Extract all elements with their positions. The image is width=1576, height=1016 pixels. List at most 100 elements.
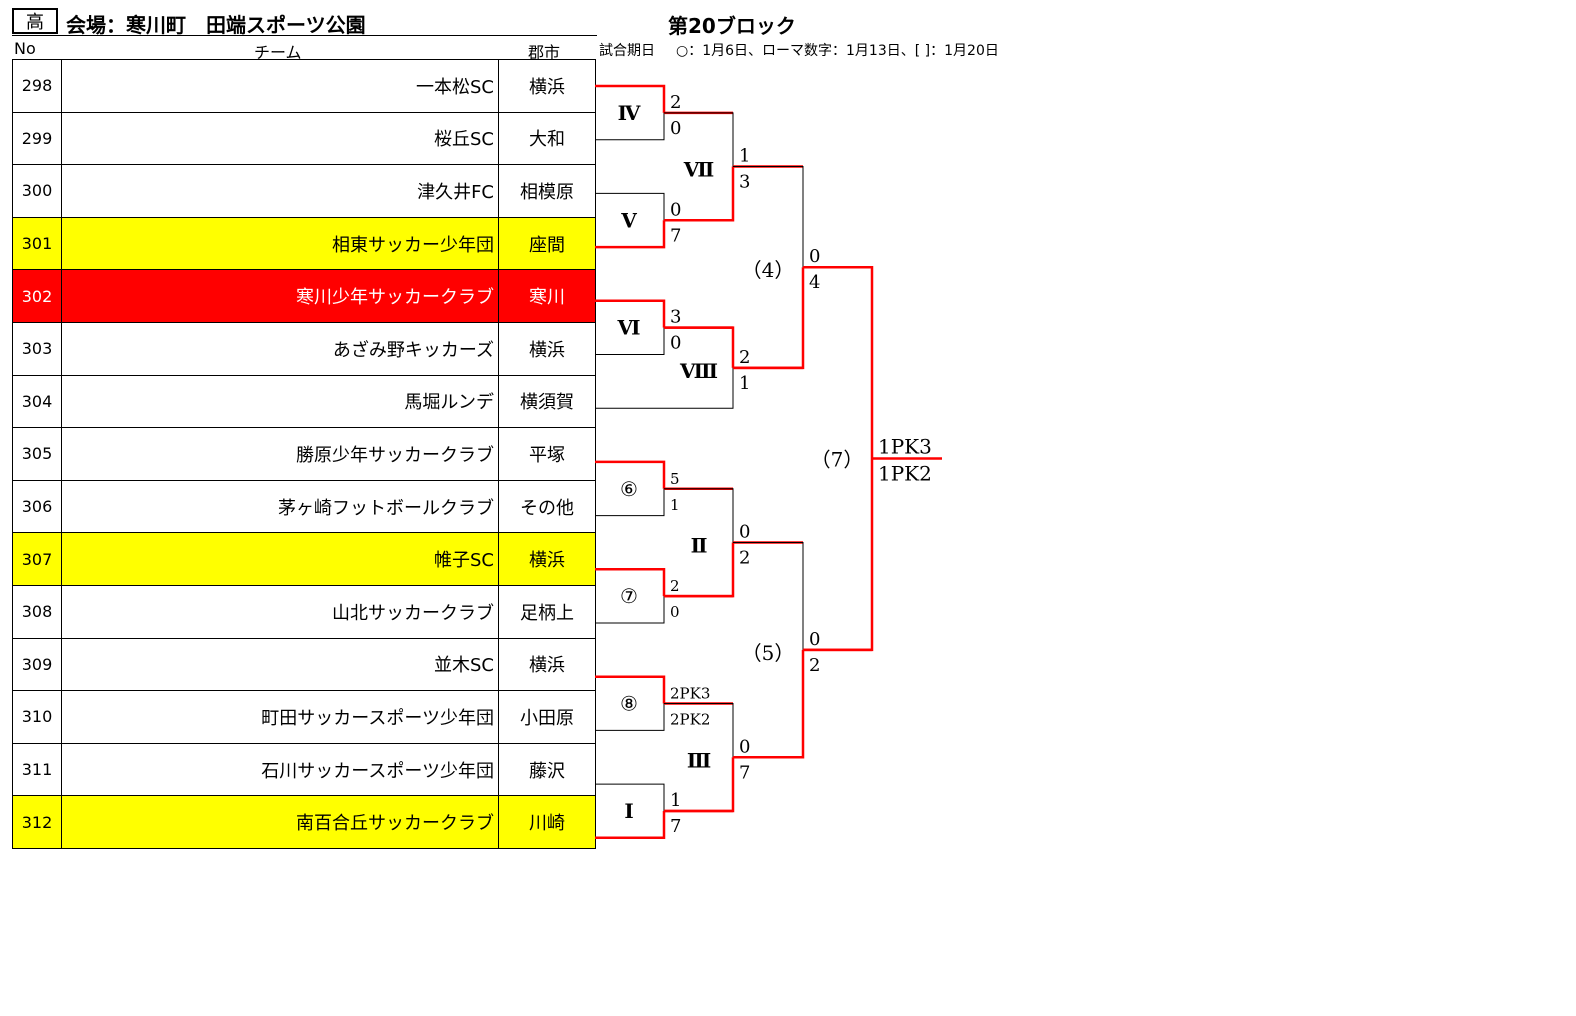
legend-label: 試合期日 [599,43,655,59]
bracket-line [595,596,665,624]
score-bottom: 3 [739,172,750,193]
team-area: 横須賀 [498,374,596,429]
column-header-team: チーム [254,43,302,62]
score-bottom: 1 [739,373,750,394]
bracket-line [595,675,666,704]
score-top: 0 [739,736,750,757]
header-underline [12,35,597,36]
match-label: Ⅳ [618,101,641,125]
team-number: 304 [12,374,62,429]
bracket-line [595,810,666,840]
score-top: 5 [670,470,680,488]
bracket-line [595,112,665,141]
score-bottom: 7 [670,816,681,837]
final-score-top: 1PK3 [878,435,932,459]
final-score-bottom: 1PK2 [878,462,932,486]
team-number: 308 [12,584,62,639]
score-bottom: 2PK2 [670,711,710,729]
score-top: 0 [670,199,681,220]
team-name: 町田サッカースポーツ少年団 [61,690,499,744]
score-bottom: 0 [670,603,680,621]
team-area: 川崎 [498,795,596,849]
score-bottom: 0 [670,333,681,354]
team-number: 300 [12,164,62,218]
match-label: Ⅲ [687,748,711,772]
match-label: （4） [742,258,795,282]
bracket-line [595,327,665,355]
team-area: 横浜 [498,532,596,586]
legend-text: ○：1月6日、ローマ数字：1月13日、[ ]：1月20日 [676,43,999,59]
bracket-line [733,166,804,268]
bracket-line [595,703,665,731]
team-area: 足柄上 [498,584,596,639]
category-tag: 高 [12,8,58,34]
bracket-line [595,367,734,409]
team-name: 山北サッカークラブ [61,584,499,639]
match-label: ⑥ [620,477,638,501]
bracket-line [733,649,805,759]
score-top: 2PK3 [670,685,710,703]
team-name: 南百合丘サッカークラブ [61,795,499,849]
bracket-line [664,757,735,813]
match-label: Ⅵ [617,316,641,340]
bracket-line [595,460,666,489]
bracket-line [595,488,665,517]
score-bottom: 2 [739,547,750,568]
team-number: 307 [12,532,62,586]
bracket-line [595,220,666,249]
score-top: 2 [670,577,680,595]
team-number: 303 [12,321,62,376]
score-bottom: 7 [670,225,681,246]
team-name: 石川サッカースポーツ少年団 [61,742,499,797]
bracket-line [733,267,805,370]
bracket-line [803,265,874,459]
team-name: 寒川少年サッカークラブ [61,269,499,323]
team-area: 平塚 [498,427,596,481]
bracket-line [595,192,665,221]
bracket-line [664,326,735,368]
match-label: Ⅰ [624,799,633,823]
bracket-line [595,568,666,597]
score-top: 3 [670,307,681,328]
team-name: 桜丘SC [61,111,499,166]
final-match-label: （7） [811,448,864,472]
team-number: 301 [12,216,62,271]
score-top: 2 [739,347,750,368]
team-number: 310 [12,690,62,744]
match-label: （5） [742,641,795,665]
score-top: 0 [739,521,750,542]
bracket-line [664,542,735,598]
team-area: 寒川 [498,269,596,323]
match-label: ⑧ [620,692,638,716]
team-area: 横浜 [498,637,596,692]
bracket-line [803,458,874,652]
block-title: 第20ブロック [668,14,796,38]
score-bottom: 7 [739,762,750,783]
team-area: 座間 [498,216,596,271]
team-name: 馬堀ルンデ [61,374,499,429]
team-area: 大和 [498,111,596,166]
column-header-area: 郡市 [528,43,561,62]
team-area: 相模原 [498,164,596,218]
match-label: Ⅱ [691,533,708,557]
bracket-line [664,166,735,222]
team-name: 並木SC [61,637,499,692]
team-number: 309 [12,637,62,692]
score-bottom: 4 [809,272,820,293]
team-number: 306 [12,479,62,534]
bracket-line [664,112,734,167]
bracket-line [733,541,804,650]
team-area: 藤沢 [498,742,596,797]
score-top: 1 [739,146,750,167]
